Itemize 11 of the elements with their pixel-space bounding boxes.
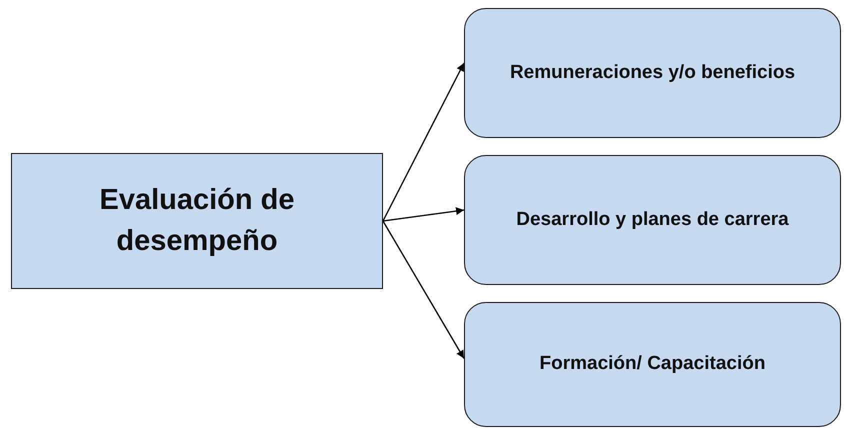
rounded-box xyxy=(464,8,841,138)
box-label: Formación/ Capacitación xyxy=(540,352,766,376)
rounded-box xyxy=(464,155,841,285)
arrow xyxy=(382,220,465,359)
arrow xyxy=(382,62,465,222)
rounded-box xyxy=(464,302,841,427)
process-box xyxy=(11,153,383,289)
box-label: Remuneraciones y/o beneficios xyxy=(510,60,796,85)
box-label: Desarrollo y planes de carrera xyxy=(516,208,789,232)
arrow xyxy=(382,207,464,222)
box-label: Evaluación de desempeño xyxy=(98,183,296,259)
